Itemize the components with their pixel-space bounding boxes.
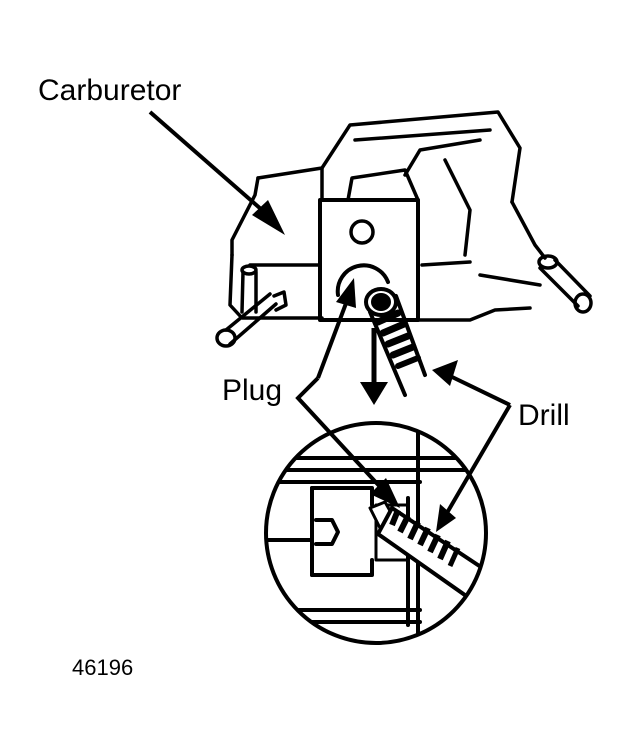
- figure-number: 46196: [72, 655, 133, 680]
- carburetor-leader-arrow: [150, 112, 285, 235]
- detail-arrow: [360, 328, 388, 405]
- drill-label: Drill: [518, 399, 570, 432]
- plug-label: Plug: [222, 374, 282, 407]
- carburetor-label: Carburetor: [38, 74, 181, 107]
- carburetor-body: [217, 112, 591, 346]
